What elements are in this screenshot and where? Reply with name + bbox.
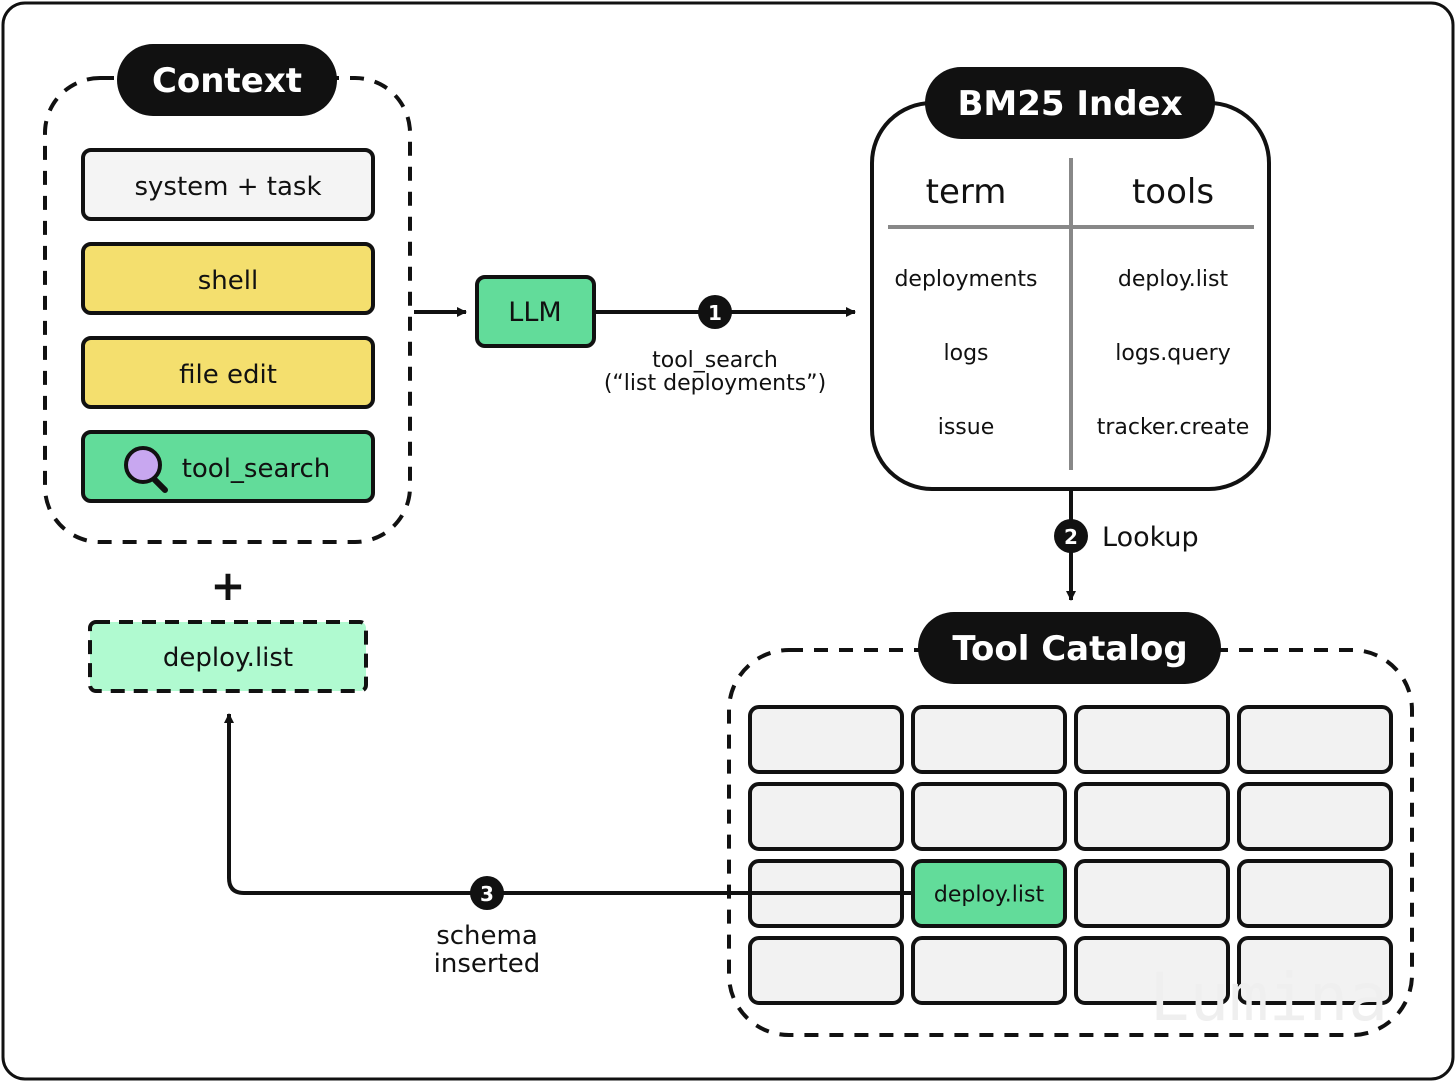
context-item-file-edit: file edit [81, 336, 375, 409]
inserted-tool-box [88, 620, 368, 693]
bm25-index: BM25 Index term tools deployments deploy… [870, 67, 1271, 491]
inserted-tool: deploy.list [88, 620, 368, 693]
bm25-term-cell: logs [944, 341, 989, 366]
context-item-system-task: system + task [81, 148, 375, 221]
tool-search-label: tool_search [182, 454, 331, 484]
step-3-label-line1: schema [436, 921, 538, 951]
bm25-header-term: term [926, 172, 1007, 212]
catalog-cell [1237, 859, 1393, 928]
catalog-cell [1237, 705, 1393, 774]
step-2-number: 2 [1064, 525, 1078, 549]
catalog-title-pill [918, 612, 1221, 684]
context-title-pill [117, 44, 337, 116]
catalog-cell [748, 782, 904, 851]
catalog-cell [1074, 859, 1230, 928]
catalog-cell [748, 705, 904, 774]
context-item-shell: shell [81, 242, 375, 315]
catalog-cell [1074, 705, 1230, 774]
step-1-badge: 1 [698, 295, 732, 329]
search-icon [124, 446, 168, 493]
llm-node: LLM [475, 275, 596, 348]
step-1-number: 1 [708, 301, 722, 325]
bm25-tool-cell: logs.query [1115, 341, 1231, 366]
bm25-title-pill [925, 67, 1215, 139]
bm25-term-cell: issue [938, 415, 995, 440]
shell-box [81, 242, 375, 315]
file-edit-label: file edit [179, 360, 277, 390]
context-title: Context [152, 61, 302, 101]
file-edit-box [81, 336, 375, 409]
step-1-label-line2: (“list deployments”) [604, 371, 826, 396]
catalog-to-context-arrow [224, 713, 913, 895]
step-1-label-line1: tool_search [652, 348, 778, 373]
catalog-cell [748, 936, 904, 1005]
llm-box [475, 275, 596, 348]
catalog-cell [1237, 782, 1393, 851]
step-3-number: 3 [480, 882, 494, 906]
catalog-cell [911, 936, 1067, 1005]
context-group: Context system + task shell file edit to… [43, 44, 412, 544]
step-3-label-line2: inserted [434, 949, 541, 979]
catalog-cell [911, 705, 1067, 774]
catalog-cell-label: deploy.list [934, 883, 1045, 908]
system-task-label: system + task [134, 172, 321, 202]
bm25-term-cell: deployments [894, 267, 1037, 292]
catalog-cell [1074, 782, 1230, 851]
bm25-header-tools: tools [1132, 172, 1214, 212]
llm-label: LLM [508, 297, 561, 328]
catalog-cell [1074, 936, 1230, 1005]
context-item-tool-search: tool_search [81, 430, 375, 503]
step-2-badge: 2 [1054, 519, 1088, 553]
bm25-title: BM25 Index [957, 84, 1182, 124]
system-task-box [81, 148, 375, 221]
bm25-tool-cell: tracker.create [1097, 415, 1250, 440]
watermark: Lumina [1150, 959, 1388, 1036]
catalog-title: Tool Catalog [952, 629, 1187, 669]
step-2-label: Lookup [1102, 522, 1199, 553]
step-3-badge: 3 [470, 876, 504, 910]
bm25-tool-cell: deploy.list [1118, 267, 1229, 292]
catalog-cell [1237, 936, 1393, 1005]
inserted-tool-label: deploy.list [163, 643, 293, 673]
catalog-cell [911, 782, 1067, 851]
shell-label: shell [198, 266, 258, 296]
plus-sign: + [210, 561, 245, 610]
